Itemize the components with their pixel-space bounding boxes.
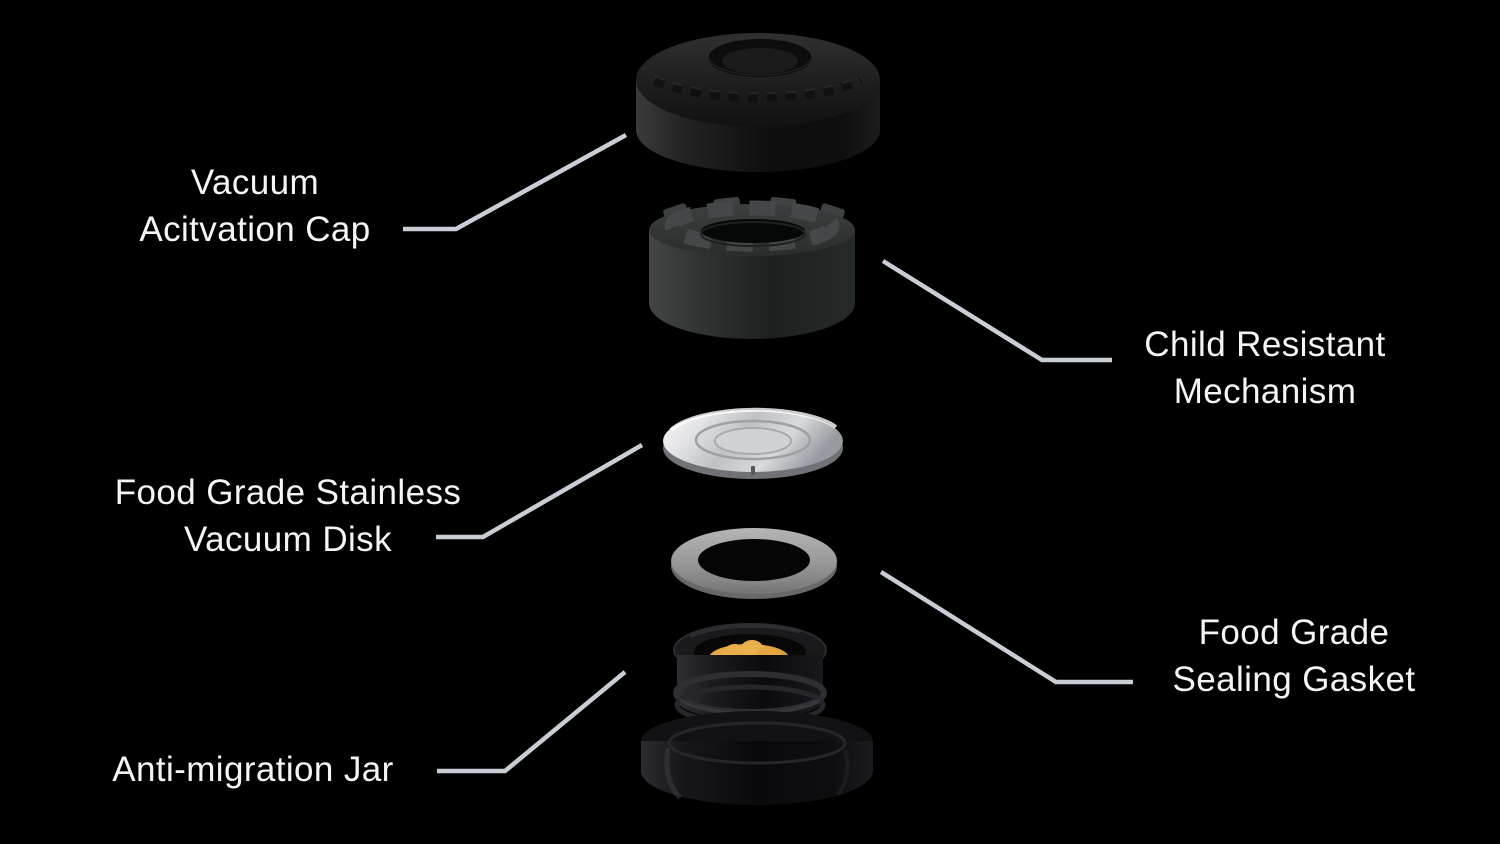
label-line: Anti-migration Jar [112,750,394,789]
label-stainless-vacuum-disk: Food Grade Stainless Vacuum Disk [83,469,493,563]
label-line: Mechanism [1173,372,1357,411]
leader-line-mechanism [881,259,1112,363]
label-line: Food Grade Stainless [114,473,462,512]
label-line: Sealing Gasket [1172,660,1416,699]
leader-line-disk [436,443,644,540]
stainless-vacuum-disk-graphic [663,407,843,479]
label-vacuum-activation-cap: Vacuum Acitvation Cap [95,159,415,253]
sealing-gasket-graphic [671,528,837,599]
leader-line-gasket [879,570,1133,685]
cap-embossed-text-marks [652,75,864,102]
label-sealing-gasket: Food Grade Sealing Gasket [1134,609,1454,703]
label-child-resistant-mechanism: Child Resistant Mechanism [1105,321,1425,415]
label-line: Food Grade [1198,613,1390,652]
label-line: Acitvation Cap [139,210,371,249]
leader-line-cap [403,133,628,232]
gasket-hole [698,539,810,581]
crm-teeth [664,200,840,252]
vacuum-activation-cap-graphic [636,33,880,172]
crm-center-hole [701,219,805,243]
label-anti-migration-jar: Anti-migration Jar [73,746,433,793]
label-line: Vacuum Disk [184,520,392,559]
label-line: Child Resistant [1144,325,1386,364]
leader-lines [403,133,1133,774]
label-line: Vacuum [190,163,320,202]
leader-line-jar [437,670,627,774]
child-resistant-mechanism-graphic [649,196,855,339]
anti-migration-jar-graphic [641,623,873,805]
